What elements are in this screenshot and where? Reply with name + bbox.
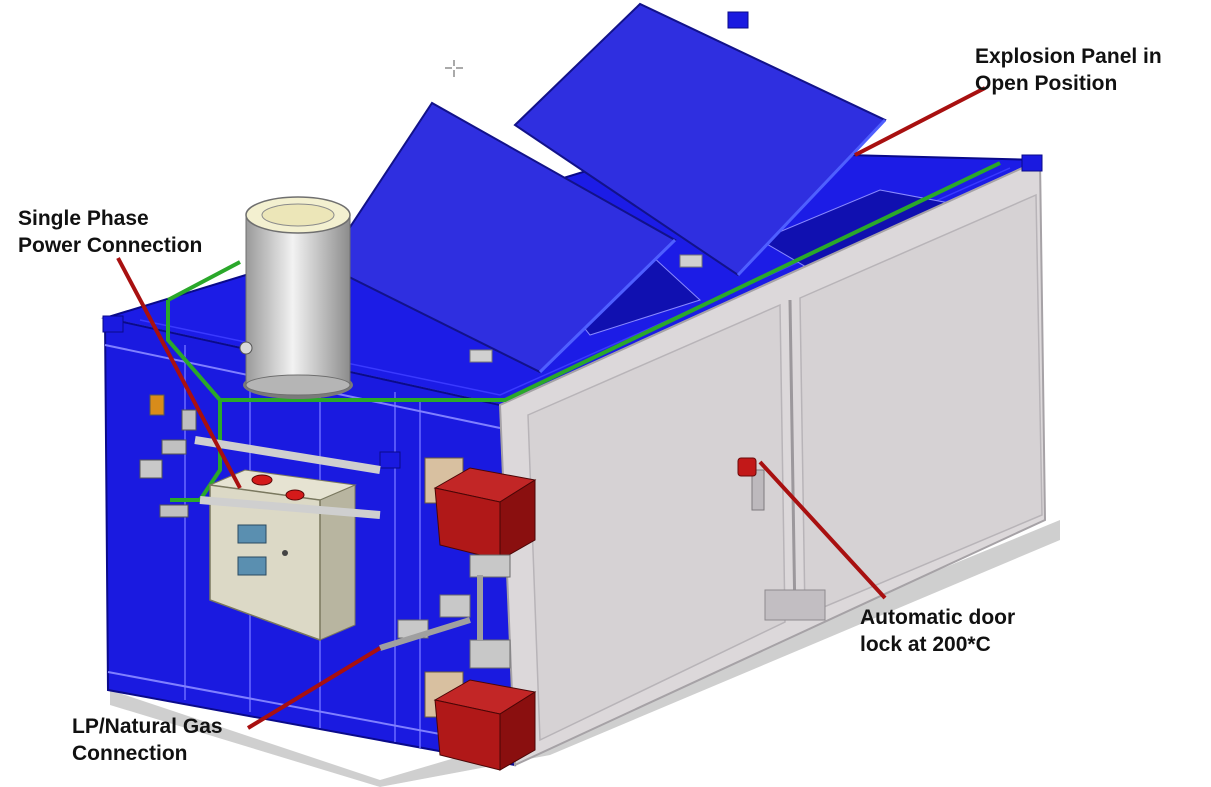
explosion-panel-right-edge xyxy=(736,118,887,277)
label-power-line-1: Single Phase xyxy=(18,207,149,230)
label-gas-line-2: Connection xyxy=(72,742,188,765)
leader-explosion-panel xyxy=(854,86,986,157)
corner-lug-front xyxy=(379,451,401,469)
label-gas-line-1: LP/Natural Gas xyxy=(72,715,223,738)
label-power-connection: Single Phase Power Connection xyxy=(18,205,202,259)
label-explosion-line-2: Open Position xyxy=(975,72,1118,95)
label-door-lock: Automatic door lock at 200*C xyxy=(860,604,1015,658)
door-seam xyxy=(788,299,797,621)
corner-lug-top xyxy=(727,11,749,29)
label-gas-connection: LP/Natural Gas Connection xyxy=(72,713,223,767)
gas-valve-train xyxy=(139,394,197,518)
leader-power-connection xyxy=(116,257,242,489)
gas-plumbing xyxy=(379,554,511,669)
panel-hinge-right xyxy=(679,254,703,268)
control-button-red-2 xyxy=(285,489,305,501)
door-left xyxy=(527,303,786,742)
explosion-panel-left-edge xyxy=(538,238,677,374)
green-pipe-upper xyxy=(167,260,241,302)
control-display-bottom xyxy=(237,556,267,576)
label-door-line-1: Automatic door xyxy=(860,606,1016,629)
burner-lower-side xyxy=(499,691,536,771)
leader-gas-connection xyxy=(246,646,382,730)
chimney-top-hole xyxy=(261,203,335,227)
mount-rail-upper xyxy=(194,436,381,474)
chimney-bottom xyxy=(245,374,351,396)
corner-lug-left xyxy=(102,315,124,333)
chimney-body xyxy=(245,214,351,386)
label-power-line-2: Power Connection xyxy=(18,234,203,257)
control-button-red-1 xyxy=(251,474,273,486)
control-display-top xyxy=(237,524,267,544)
panel-hinge-left xyxy=(469,349,493,363)
door-hinge-bar xyxy=(764,589,826,621)
mount-rail-lower xyxy=(199,496,381,519)
corner-lug-right xyxy=(1021,154,1043,172)
burner-upper-side xyxy=(499,479,536,561)
label-explosion-panel: Explosion Panel in Open Position xyxy=(975,43,1162,97)
chimney-port xyxy=(239,341,253,355)
leader-door-lock xyxy=(758,460,887,600)
control-indicator-dot xyxy=(282,550,288,556)
label-door-line-2: lock at 200*C xyxy=(860,633,991,656)
label-explosion-line-1: Explosion Panel in xyxy=(975,45,1162,68)
door-handle xyxy=(751,469,765,511)
cursor-crosshair-icon xyxy=(445,60,463,77)
door-lock-icon xyxy=(737,457,757,477)
